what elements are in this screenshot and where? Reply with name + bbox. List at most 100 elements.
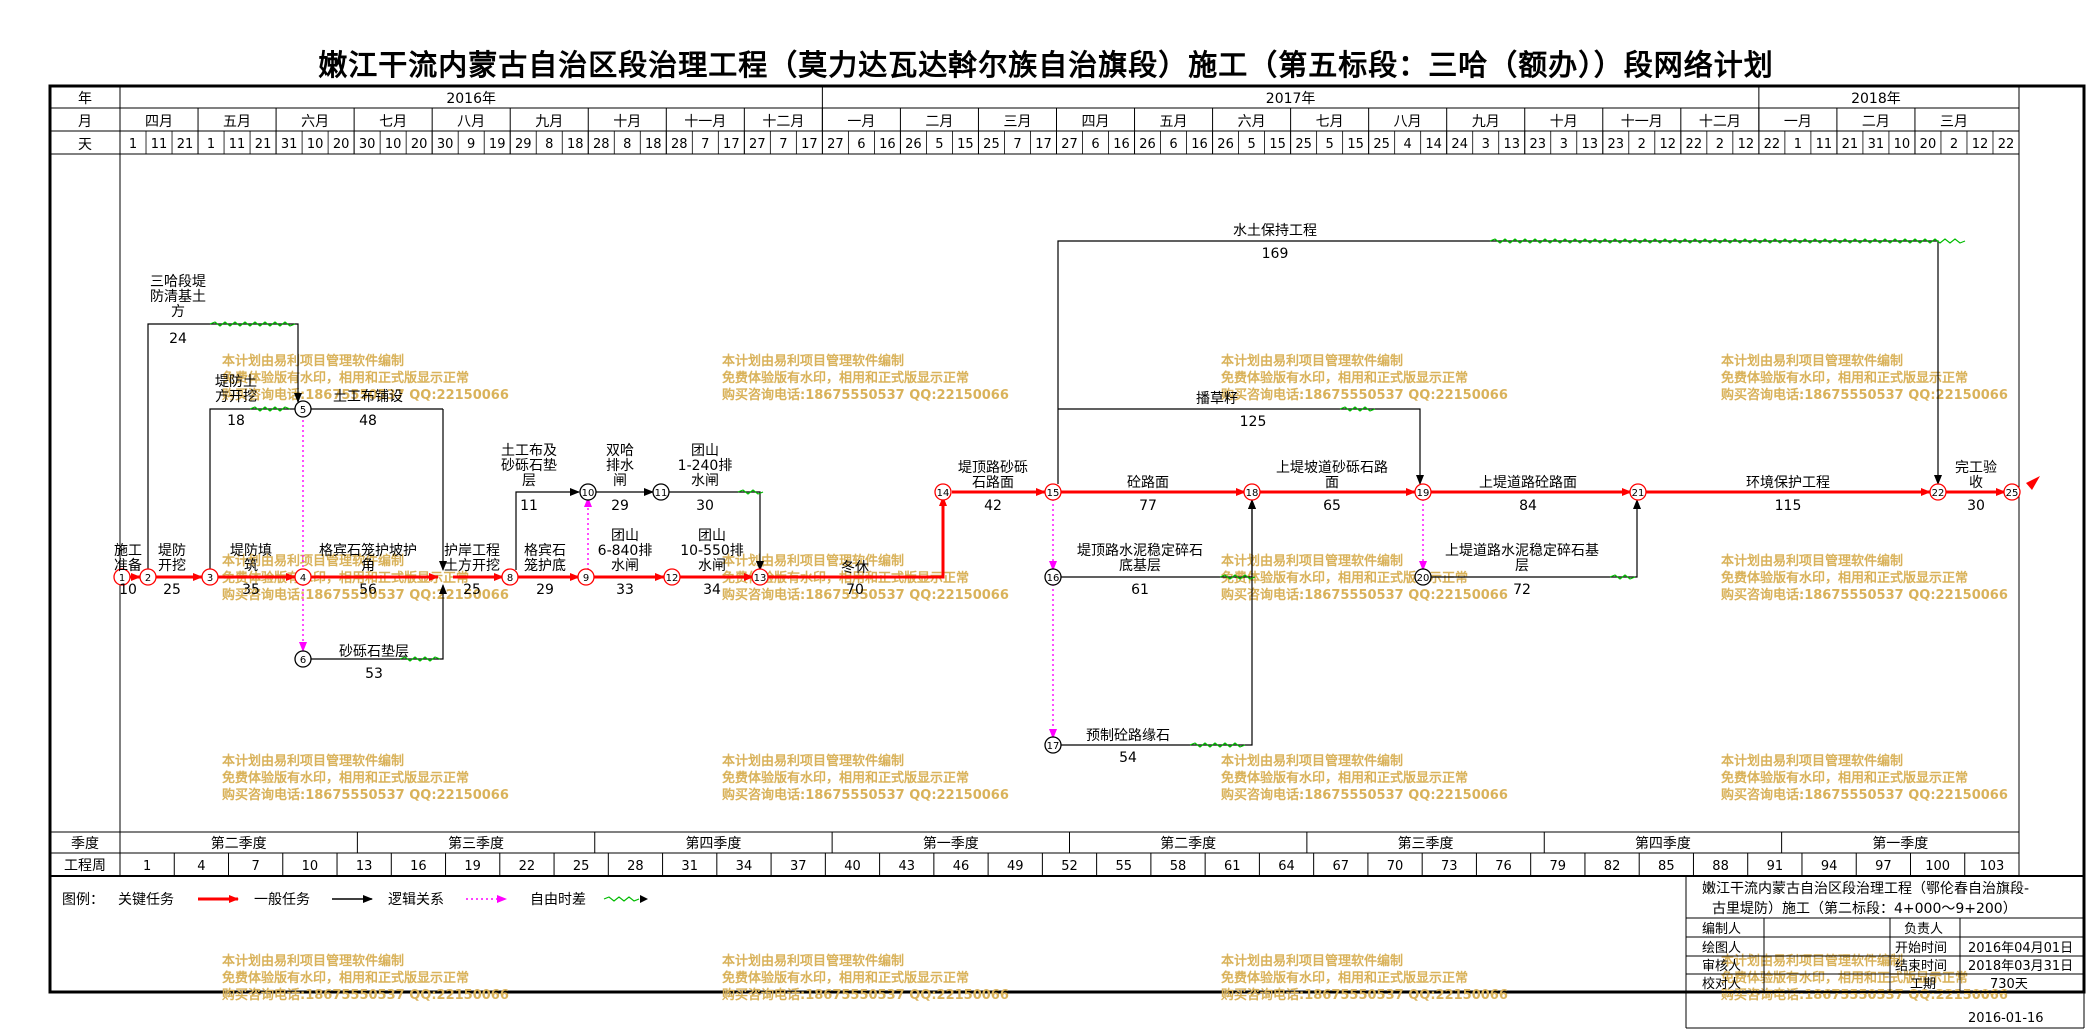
node-17	[1044, 736, 1062, 754]
watermark-text: 免费体验版有水印，相用和正式版显示正常	[222, 970, 469, 986]
watermark-text: 本计划由易利项目管理软件编制	[722, 753, 904, 769]
node-1	[113, 568, 131, 586]
year-label: 2016年	[446, 91, 496, 107]
day-label: 25	[1373, 137, 1390, 152]
day-label: 21	[177, 137, 194, 152]
day-label: 31	[1868, 137, 1885, 152]
day-label: 8	[623, 137, 631, 152]
week-label: 64	[1278, 859, 1295, 874]
day-label: 16	[1191, 137, 1208, 152]
week-label: 31	[681, 859, 698, 874]
month-label: 二月	[925, 114, 953, 130]
quarter-label: 第三季度	[1398, 835, 1454, 852]
watermark-text: 本计划由易利项目管理软件编制	[722, 353, 904, 369]
task-name: 施工准备	[114, 543, 142, 574]
week-label: 100	[1925, 859, 1950, 874]
info-checker: 校对人	[1702, 976, 1741, 992]
day-label: 9	[467, 137, 475, 152]
task-duration: 72	[1513, 582, 1531, 598]
task-name: 环境保护工程	[1746, 475, 1830, 491]
week-label: 91	[1767, 859, 1784, 874]
node-number: 21	[1632, 488, 1645, 499]
week-label: 10	[302, 859, 319, 874]
node-10	[579, 483, 597, 501]
day-label: 7	[701, 137, 709, 152]
node-number: 22	[1932, 488, 1945, 499]
day-label: 2	[1638, 137, 1646, 152]
day-label: 6	[1169, 137, 1177, 152]
week-label: 82	[1604, 859, 1621, 874]
watermark-text: 购买咨询电话:18675550537 QQ:22150066	[722, 587, 1009, 603]
month-label: 七月	[1316, 114, 1344, 130]
task-name: 堤顶路水泥稳定碎石底基层	[1077, 543, 1203, 574]
month-label: 五月	[223, 114, 251, 130]
year-label: 2018年	[1851, 91, 1901, 107]
day-label: 31	[281, 137, 298, 152]
day-label: 10	[385, 137, 402, 152]
watermark-text: 免费体验版有水印，相用和正式版显示正常	[1721, 370, 1968, 386]
week-label: 88	[1712, 859, 1729, 874]
day-label: 20	[333, 137, 350, 152]
day-label: 12	[1738, 137, 1755, 152]
week-label: 13	[356, 859, 373, 874]
week-label: 49	[1007, 859, 1024, 874]
watermark-text: 购买咨询电话:18675550537 QQ:22150066	[1221, 987, 1508, 1003]
task-name: 三哈段堤防清基土方	[150, 274, 206, 320]
node-number: 3	[207, 573, 213, 584]
task-name: 格宾石笼护底	[524, 543, 566, 574]
week-label: 37	[790, 859, 807, 874]
watermark-text: 本计划由易利项目管理软件编制	[1721, 753, 1903, 769]
task-name: 堤顶路砂砾石路面	[958, 460, 1028, 491]
week-label: 61	[1224, 859, 1241, 874]
day-label: 27	[1061, 137, 1078, 152]
task-duration: 30	[696, 498, 714, 514]
watermark-text: 本计划由易利项目管理软件编制	[1721, 953, 1903, 969]
task-duration: 70	[846, 582, 864, 598]
day-label: 15	[1347, 137, 1364, 152]
watermark-text: 本计划由易利项目管理软件编制	[1221, 353, 1403, 369]
watermark-text: 免费体验版有水印，相用和正式版显示正常	[222, 370, 469, 386]
week-label: 76	[1495, 859, 1512, 874]
task-duration: 24	[169, 331, 187, 347]
day-label: 24	[1451, 137, 1468, 152]
month-label: 九月	[1472, 114, 1500, 130]
watermark-text: 购买咨询电话:18675550537 QQ:22150066	[222, 987, 509, 1003]
day-label: 3	[1482, 137, 1490, 152]
task-duration: 11	[520, 498, 538, 514]
day-label: 11	[1816, 137, 1833, 152]
watermark-text: 本计划由易利项目管理软件编制	[722, 553, 904, 569]
watermark-text: 购买咨询电话:18675550537 QQ:22150066	[1721, 387, 2008, 403]
task-duration: 25	[463, 582, 481, 598]
watermark-text: 免费体验版有水印，相用和正式版显示正常	[722, 970, 969, 986]
week-label: 52	[1061, 859, 1078, 874]
week-label: 25	[573, 859, 590, 874]
day-label: 12	[1972, 137, 1989, 152]
month-label: 八月	[457, 114, 485, 130]
node-number: 13	[754, 573, 767, 584]
task-name: 完工验收	[1955, 460, 1997, 491]
day-label: 26	[1217, 137, 1234, 152]
legend-critical-label: 关键任务	[118, 892, 174, 908]
watermark-text: 免费体验版有水印，相用和正式版显示正常	[1721, 770, 1968, 786]
info-date: 2016-01-16	[1968, 1011, 2044, 1026]
month-label: 十二月	[1699, 114, 1741, 130]
node-number: 15	[1047, 488, 1060, 499]
month-label: 六月	[1238, 114, 1266, 130]
node-number: 18	[1246, 488, 1259, 499]
day-label: 23	[1529, 137, 1546, 152]
watermark-text: 购买咨询电话:18675550537 QQ:22150066	[1221, 387, 1508, 403]
month-label: 六月	[301, 114, 329, 130]
day-label: 11	[151, 137, 168, 152]
page-title: 嫩江干流内蒙古自治区段治理工程（莫力达瓦达斡尔族自治旗段）施工（第五标段：三哈（…	[318, 48, 1774, 82]
month-label: 一月	[847, 114, 875, 130]
